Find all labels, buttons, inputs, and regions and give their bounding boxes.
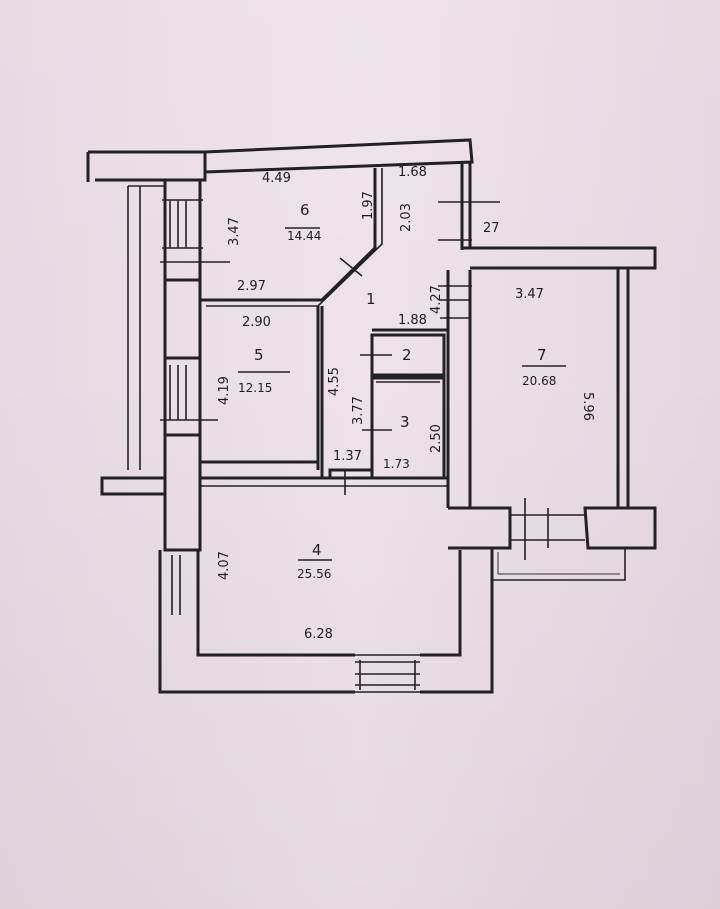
dim-r4-bottom: 6.28 — [304, 627, 333, 642]
interior-walls — [200, 168, 472, 508]
room-2-number: 2 — [402, 346, 412, 364]
room-3-area: 1.73 — [383, 457, 410, 471]
dim-hall-bottom: 1.37 — [333, 449, 362, 464]
dim-r5-left: 4.19 — [217, 376, 232, 405]
dim-r5-right: 4.55 — [327, 367, 342, 396]
dim-r6-top: 4.49 — [262, 171, 291, 186]
dim-hall-right: 4.27 — [429, 285, 444, 314]
dim-r7-top: 3.47 — [515, 287, 544, 302]
room-7-area: 20.68 — [522, 374, 556, 388]
dim-r7-right: 5.96 — [580, 392, 595, 421]
dim-r3-left: 3.77 — [351, 396, 366, 425]
window-marks — [160, 199, 526, 615]
room-1-number: 1 — [366, 290, 376, 308]
room-6-number: 6 — [300, 201, 310, 219]
dim-hall-top: 1.68 — [398, 165, 427, 180]
room-7-number: 7 — [537, 346, 547, 364]
room-4-area: 25.56 — [297, 567, 331, 581]
dim-r6-bottom: 2.97 — [237, 279, 266, 294]
dim-r4-left: 4.07 — [217, 551, 232, 580]
dim-hall-mark: 27 — [483, 221, 500, 236]
dimension-labels: 4.49 3.47 2.97 1.97 1.68 2.03 27 4.27 1.… — [217, 165, 595, 642]
room-labels: 6 14.44 1 2 3 1.73 5 12.15 4 25.56 7 20.… — [238, 201, 566, 581]
dim-hall-side: 2.03 — [399, 203, 414, 232]
room-3-number: 3 — [400, 413, 410, 431]
outer-walls — [86, 138, 657, 694]
dim-r6-diag: 1.97 — [361, 191, 376, 220]
dim-hall-mid: 1.88 — [398, 313, 427, 328]
room-6-area: 14.44 — [287, 229, 321, 243]
room-5-number: 5 — [254, 346, 264, 364]
dim-r5-top: 2.90 — [242, 315, 271, 330]
dim-r6-left: 3.47 — [227, 217, 242, 246]
room-4-number: 4 — [312, 541, 322, 559]
room-5-area: 12.15 — [238, 381, 272, 395]
dim-r3-right: 2.50 — [429, 424, 444, 453]
